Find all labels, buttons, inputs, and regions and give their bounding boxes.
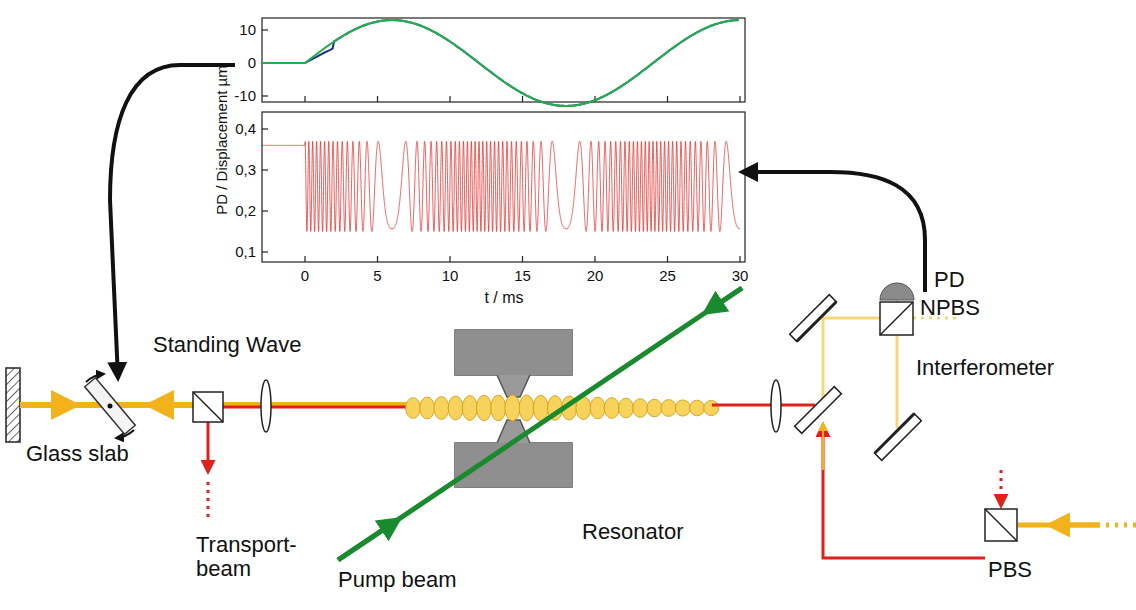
axis-tick: 0,4 [235, 121, 256, 138]
axis-tick: 0,3 [235, 162, 256, 179]
axis-tick: 0 [301, 268, 309, 285]
axis-tick: 10 [442, 268, 459, 285]
axis-tick: 0,1 [235, 244, 256, 261]
component-label: Transport- beam [196, 533, 306, 581]
axis-title: t / ms [484, 289, 523, 307]
axis-tick: 20 [587, 268, 604, 285]
component-label: Glass slab [26, 442, 129, 466]
axis-title: PD / Displacement µm [214, 65, 231, 215]
axis-tick: 15 [514, 268, 531, 285]
component-label: Pump beam [338, 568, 457, 592]
axis-tick: 25 [659, 268, 676, 285]
component-label: Resonator [582, 520, 684, 544]
component-label: NPBS [920, 296, 980, 320]
component-label: PBS [988, 558, 1032, 582]
axis-tick: 5 [373, 268, 381, 285]
component-label: Interferometer [916, 356, 1054, 380]
axis-tick: 0 [248, 55, 256, 72]
axis-tick: 10 [239, 22, 256, 39]
axis-tick: -10 [234, 88, 256, 105]
axis-tick: 0,2 [235, 203, 256, 220]
axis-tick: 30 [732, 268, 749, 285]
component-label: Standing Wave [153, 333, 301, 357]
component-label: PD [934, 268, 965, 292]
